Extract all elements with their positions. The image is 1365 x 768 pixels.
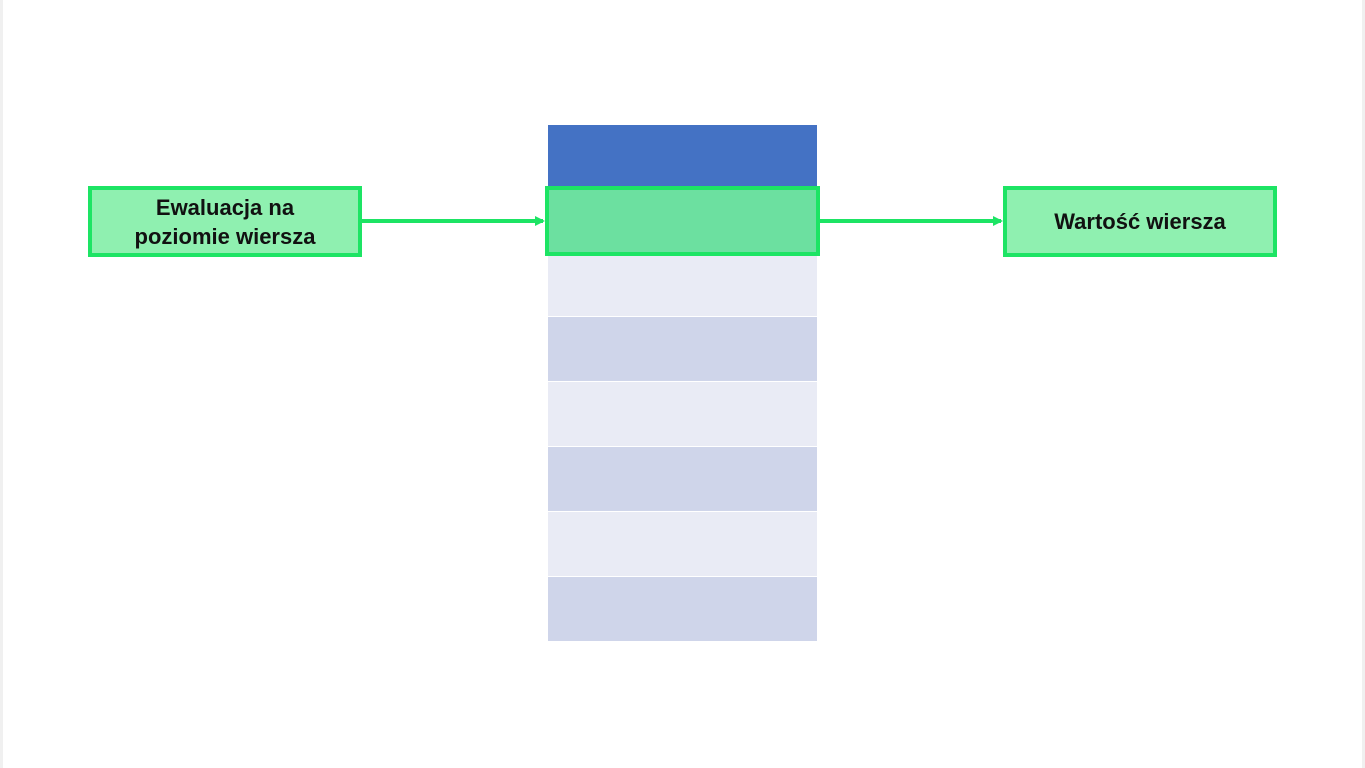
left-edge-shadow: [0, 0, 3, 768]
table-row: [548, 512, 817, 577]
highlighted-row: [545, 186, 820, 256]
row-evaluation-label: Ewaluacja na poziomie wiersza: [88, 186, 362, 257]
row-value-label: Wartość wiersza: [1003, 186, 1277, 257]
table-row: [548, 577, 817, 642]
row-value-label-text: Wartość wiersza: [1054, 209, 1226, 234]
table-row: [548, 447, 817, 512]
table-row: [548, 252, 817, 317]
row-evaluation-label-line-2: poziomie wiersza: [134, 223, 316, 249]
right-edge-shadow: [1362, 0, 1365, 768]
table-row: [548, 317, 817, 382]
table-row: [548, 382, 817, 447]
table-header: [548, 125, 817, 187]
row-evaluation-label-line-1: Ewaluacja na: [155, 194, 295, 220]
